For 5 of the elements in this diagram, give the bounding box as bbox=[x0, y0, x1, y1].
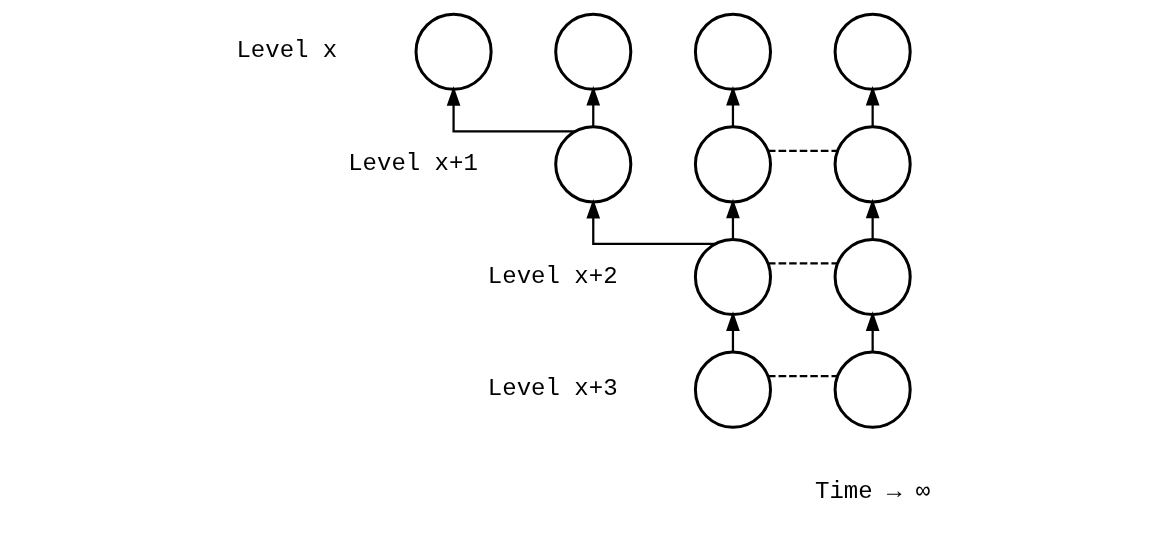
label: Level x+3 bbox=[487, 375, 618, 403]
label: Level x+1 bbox=[347, 150, 478, 178]
label: Time → ∞ bbox=[814, 477, 930, 505]
label: Level x+2 bbox=[487, 262, 618, 290]
label: Level x bbox=[235, 37, 337, 65]
